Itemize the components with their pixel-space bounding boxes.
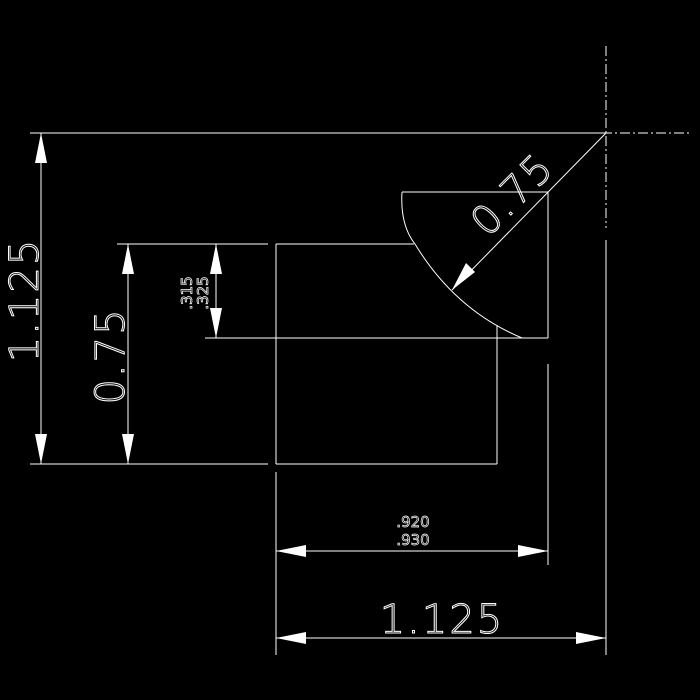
dim-overall-height: 1.125 (2, 133, 49, 464)
part-outline (205, 191, 549, 465)
dim-label-width-max: .930 (396, 531, 429, 549)
dim-overall-width: 1.125 (276, 597, 606, 644)
dim-step-height: 0.75 (88, 244, 135, 464)
dim-label-tolerance-max: .325 (194, 276, 212, 309)
arrowhead-down (35, 434, 47, 464)
arrowhead-right (518, 545, 548, 557)
dim-radius: 0.75 (451, 132, 607, 291)
arrowhead-right (576, 632, 606, 644)
dim-label-step-height: 0.75 (88, 307, 134, 404)
dim-label-overall-height: 1.125 (2, 238, 48, 363)
dim-label-overall-width: 1.125 (380, 597, 505, 643)
dim-tolerance-height: .315 .325 (178, 244, 222, 338)
dim-label-width-min: .920 (396, 513, 429, 531)
center-lines (512, 46, 690, 228)
arrowhead-down (210, 308, 222, 338)
dim-leader (451, 132, 607, 291)
dim-label-tolerance-min: .315 (178, 276, 196, 309)
arrowhead-up (122, 244, 134, 274)
arrowhead-left (276, 545, 306, 557)
arrowhead-down (122, 434, 134, 464)
arrowhead-radius (452, 263, 475, 290)
arrowhead-up (210, 244, 222, 274)
arrowhead-left (276, 632, 306, 644)
dim-width-tolerance: .920 .930 (276, 513, 548, 557)
arrowhead-up (35, 133, 47, 163)
radius-arc (401, 191, 523, 339)
extension-lines (30, 132, 607, 655)
